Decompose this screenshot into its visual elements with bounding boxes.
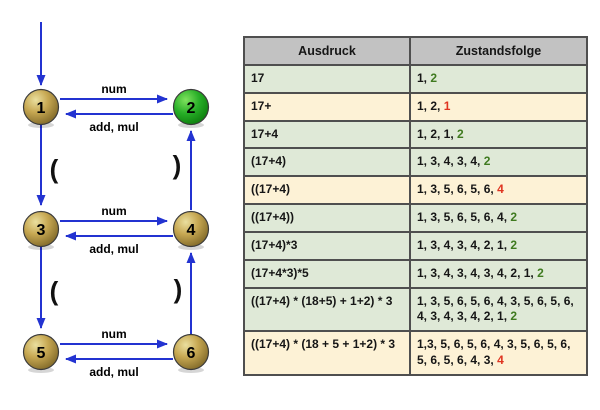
table-row: (17+4*3)*5 1, 3, 4, 3, 4, 3, 4, 2, 1, 2 (243, 258, 588, 289)
state-3-circle (22, 210, 60, 248)
header-ausdruck: Ausdruck (243, 36, 411, 66)
table-row: 17 1, 2 (243, 64, 588, 94)
state-sequence-prefix: 1, 3, 4, 3, 4, (417, 154, 484, 169)
state-sequence-cell: 1, 2, 1 (409, 91, 588, 122)
expression-cell: (17+4*3)*5 (243, 258, 411, 289)
edge-label-addmul-65: add, mul (89, 365, 138, 379)
edge-label-num-56: num (101, 327, 126, 341)
table-header-row: Ausdruck Zustandsfolge (243, 36, 588, 66)
state-sequence-final: 4 (497, 353, 504, 368)
edge-label-num-34: num (101, 204, 126, 218)
state-sequence-cell: 1, 3, 5, 6, 5, 6, 4 (409, 175, 588, 206)
state-sequence-cell: 1, 3, 5, 6, 5, 6, 4, 2 (409, 203, 588, 233)
edge-label-close-paren-64: ) (174, 274, 183, 304)
state-4-label: 4 (187, 222, 196, 239)
expression-cell: ((17+4) * (18 + 5 + 1+2) * 3 (243, 330, 411, 376)
state-3-label: 3 (37, 222, 46, 239)
table-row: ((17+4) * (18 + 5 + 1+2) * 3 1,3, 5, 6, … (243, 330, 588, 376)
state-sequence-final: 2 (537, 265, 544, 280)
state-2-circle (172, 88, 210, 126)
state-sequence-prefix: 1, 3, 5, 6, 5, 6, (417, 182, 498, 197)
state-sequence-final: 2 (510, 210, 518, 225)
table-row: ((17+4) 1, 3, 5, 6, 5, 6, 4 (243, 175, 588, 206)
expression-cell: 17 (243, 64, 411, 94)
edge-label-addmul-21: add, mul (89, 120, 138, 134)
state-2-label: 2 (187, 100, 196, 117)
expression-state-table: Ausdruck Zustandsfolge 17 1, 2 17+ 1, 2,… (243, 36, 588, 376)
table-row: (17+4)*3 1, 3, 4, 3, 4, 2, 1, 2 (243, 230, 588, 261)
state-sequence-final: 2 (510, 237, 518, 252)
state-sequence-prefix: 1, 3, 5, 6, 5, 6, 4, 3, 5, 6, 5, 6, 4, 3… (417, 293, 574, 324)
expression-cell: 17+ (243, 91, 411, 122)
table-body: 17 1, 2 17+ 1, 2, 1 17+4 1, 2, 1, 2 (17+… (243, 64, 588, 376)
state-sequence-cell: 1, 3, 5, 6, 5, 6, 4, 3, 5, 6, 5, 6, 4, 3… (409, 286, 588, 333)
state-sequence-prefix: 1, (417, 71, 431, 85)
state-sequence-cell: 1, 3, 4, 3, 4, 2 (409, 147, 588, 178)
state-sequence-prefix: 1, 3, 4, 3, 4, 3, 4, 2, 1, (417, 265, 538, 280)
edge-label-addmul-43: add, mul (89, 242, 138, 256)
edge-label-open-paren-13: ( (50, 154, 59, 184)
state-sequence-final: 2 (510, 309, 518, 324)
table-row: 17+ 1, 2, 1 (243, 91, 588, 122)
state-sequence-final: 2 (430, 71, 438, 85)
table-row: ((17+4)) 1, 3, 5, 6, 5, 6, 4, 2 (243, 203, 588, 233)
state-sequence-cell: 1, 3, 4, 3, 4, 3, 4, 2, 1, 2 (409, 258, 588, 289)
state-sequence-final: 2 (457, 126, 464, 141)
expression-cell: ((17+4) * (18+5) + 1+2) * 3 (243, 286, 411, 333)
state-sequence-prefix: 1, 3, 4, 3, 4, 2, 1, (417, 237, 511, 252)
expression-cell: ((17+4)) (243, 203, 411, 233)
edge-label-num-12: num (101, 82, 126, 96)
state-machine-diagram: num add, mul num add, mul num add, mul (… (22, 22, 210, 379)
state-5-label: 5 (37, 345, 46, 362)
state-sequence-prefix: 1, 2, (417, 98, 444, 113)
parse-table: Ausdruck Zustandsfolge 17 1, 2 17+ 1, 2,… (243, 36, 588, 376)
state-6-circle (172, 333, 210, 371)
state-4-circle (172, 210, 210, 248)
state-1-circle (22, 88, 60, 126)
expression-cell: 17+4 (243, 119, 411, 150)
state-sequence-final: 1 (443, 98, 451, 113)
state-sequence-cell: 1, 2, 1, 2 (409, 119, 588, 150)
state-sequence-prefix: 1,3, 5, 6, 5, 6, 4, 3, 5, 6, 5, 6, 5, 6,… (417, 337, 571, 368)
state-sequence-prefix: 1, 3, 5, 6, 5, 6, 4, (417, 210, 511, 225)
state-sequence-cell: 1, 2 (409, 64, 588, 94)
state-sequence-cell: 1, 3, 4, 3, 4, 2, 1, 2 (409, 230, 588, 261)
state-sequence-prefix: 1, 2, 1, (417, 126, 458, 141)
table-row: ((17+4) * (18+5) + 1+2) * 3 1, 3, 5, 6, … (243, 286, 588, 333)
state-sequence-final: 4 (497, 182, 504, 197)
header-zustandsfolge: Zustandsfolge (409, 36, 588, 66)
state-6-label: 6 (187, 345, 196, 362)
expression-cell: ((17+4) (243, 175, 411, 206)
expression-cell: (17+4)*3 (243, 230, 411, 261)
state-5-circle (22, 333, 60, 371)
table-row: 17+4 1, 2, 1, 2 (243, 119, 588, 150)
state-1-label: 1 (37, 100, 46, 117)
table-row: (17+4) 1, 3, 4, 3, 4, 2 (243, 147, 588, 178)
edge-label-close-paren-42: ) (173, 150, 182, 180)
edge-label-open-paren-35: ( (50, 276, 59, 306)
state-sequence-final: 2 (483, 154, 491, 169)
expression-cell: (17+4) (243, 147, 411, 178)
state-sequence-cell: 1,3, 5, 6, 5, 6, 4, 3, 5, 6, 5, 6, 5, 6,… (409, 330, 588, 376)
